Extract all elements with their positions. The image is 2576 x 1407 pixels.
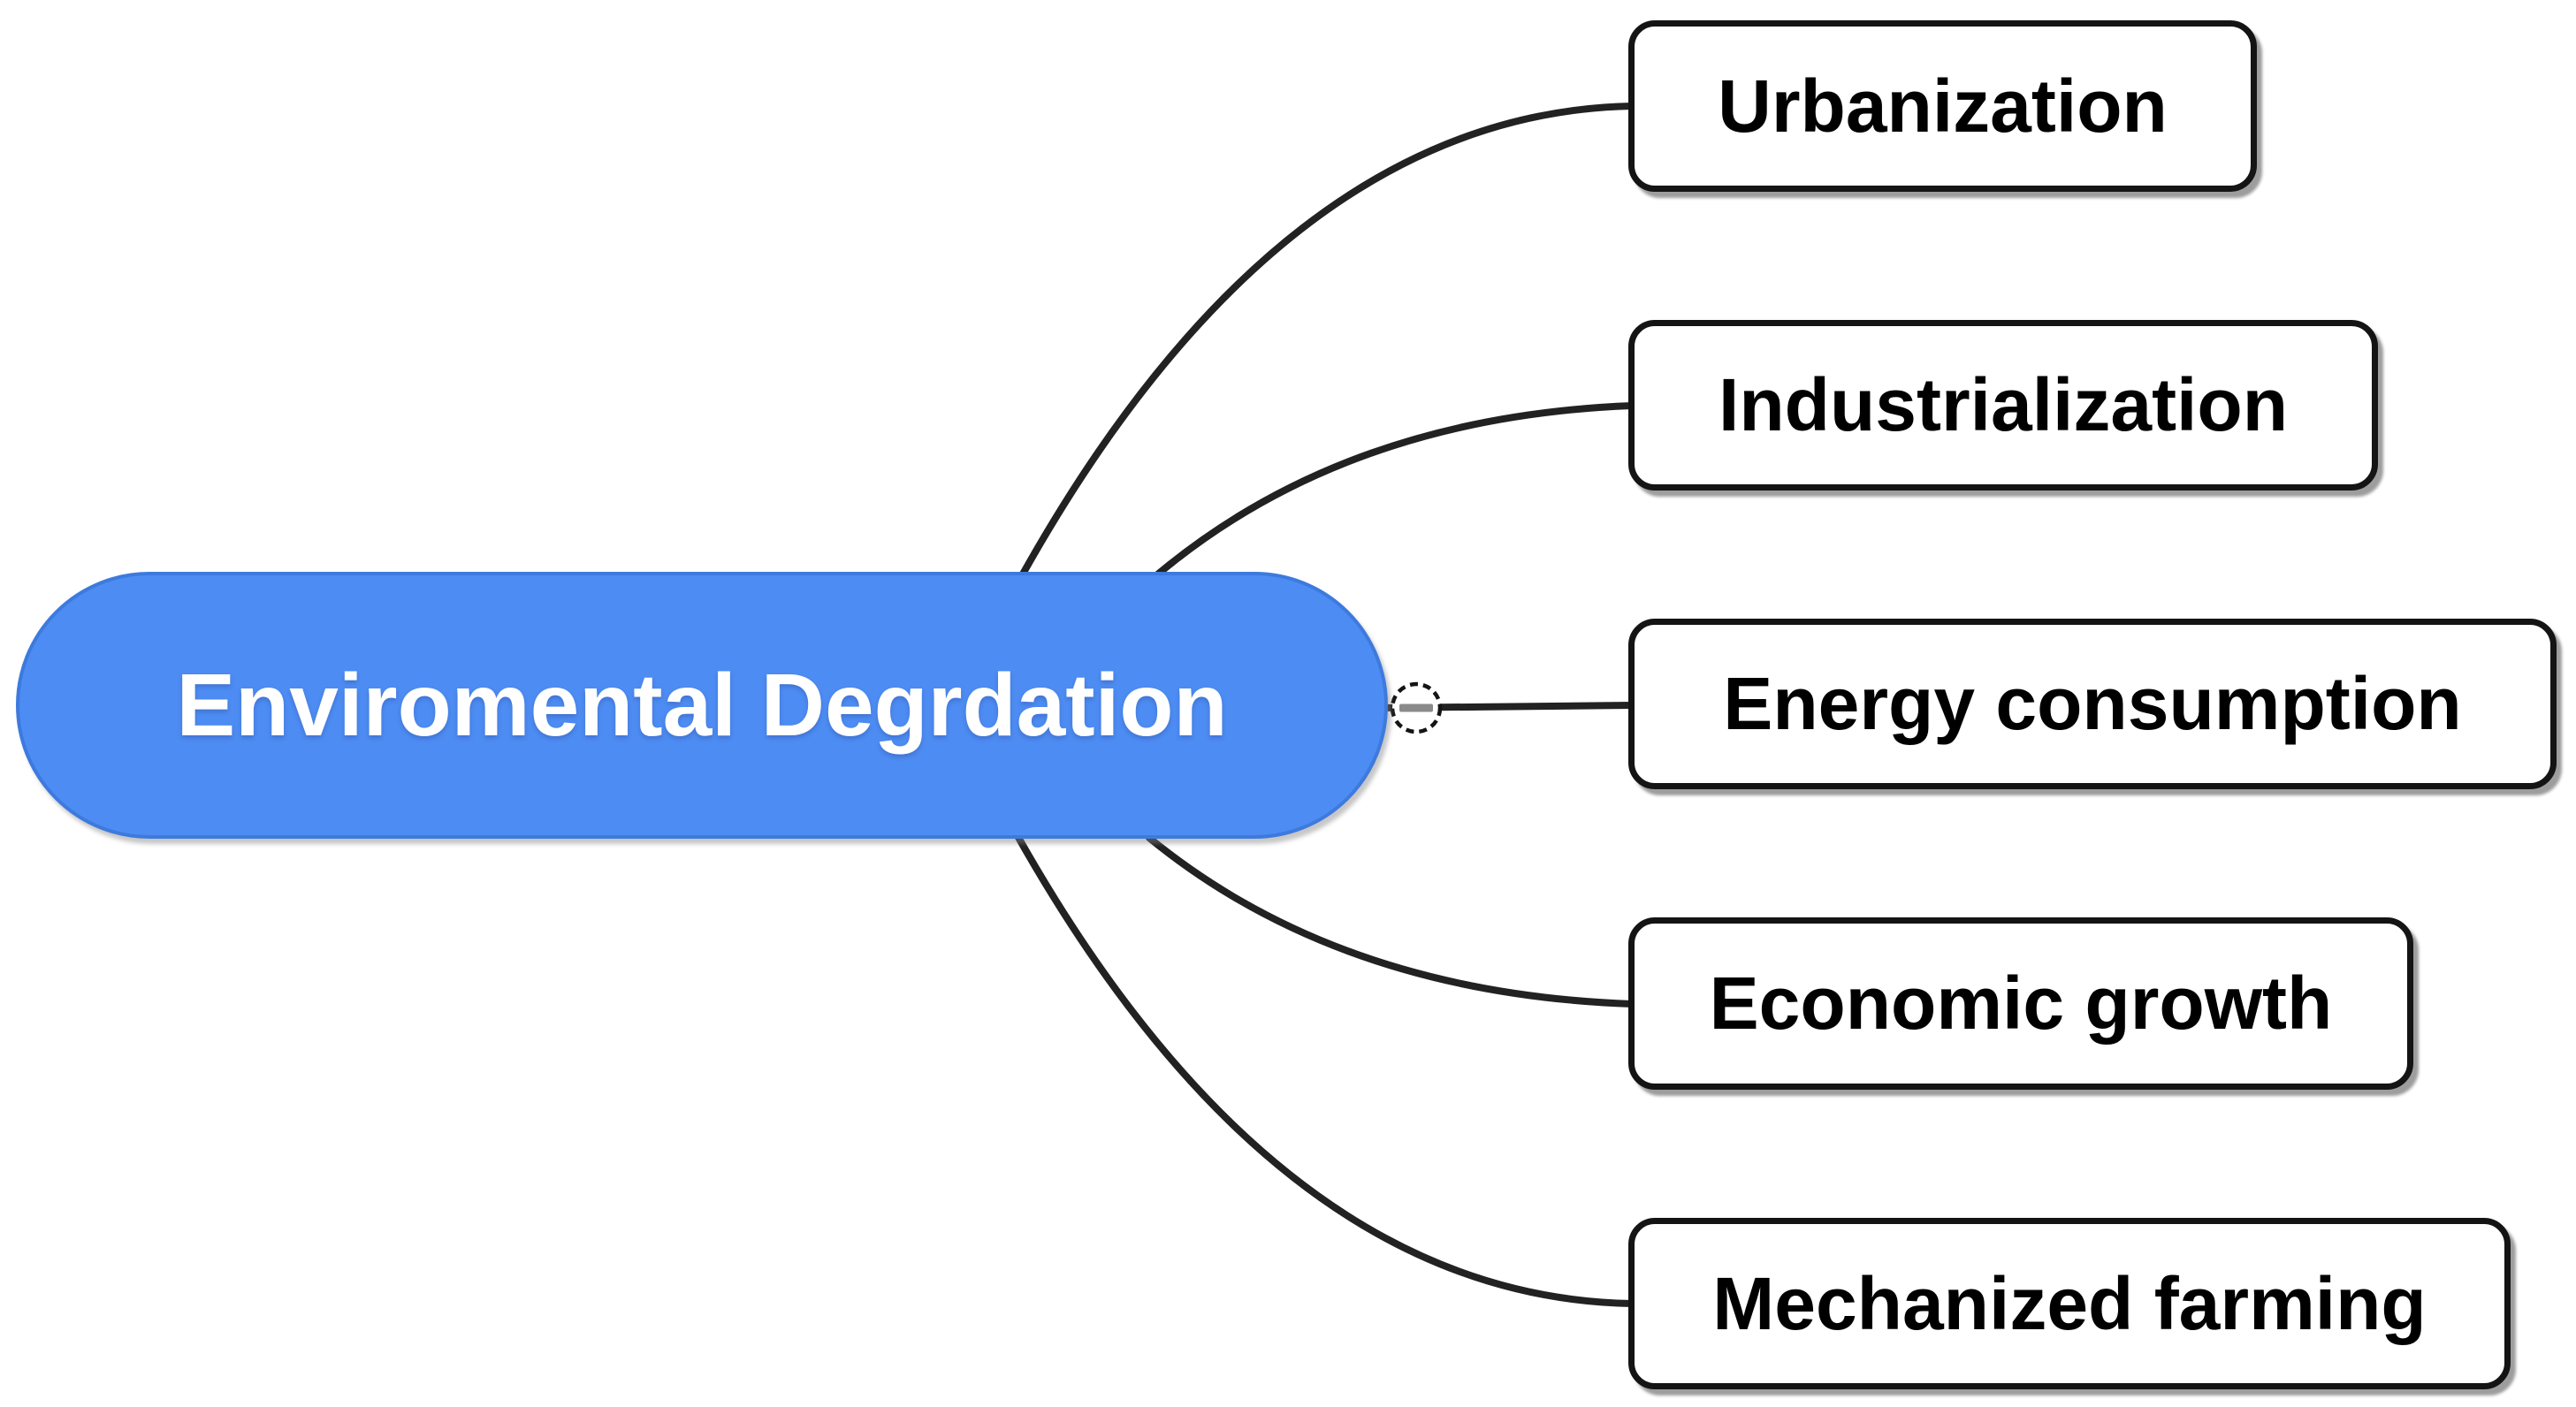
child-node-label: Urbanization xyxy=(1718,64,2168,148)
root-node[interactable]: Enviromental Degrdation xyxy=(16,572,1388,839)
root-node-label: Enviromental Degrdation xyxy=(176,655,1228,755)
connector-urbanization xyxy=(1013,103,1635,589)
collapse-minus-icon xyxy=(1399,704,1433,712)
child-node-industrialization[interactable]: Industrialization xyxy=(1628,320,2378,491)
connector-economic-growth xyxy=(1146,834,1635,1008)
child-node-energy-consumption[interactable]: Energy consumption xyxy=(1628,619,2557,789)
collapse-toggle[interactable] xyxy=(1390,681,1443,734)
child-node-label: Economic growth xyxy=(1709,962,2333,1045)
child-node-label: Industrialization xyxy=(1718,363,2289,446)
child-node-economic-growth[interactable]: Economic growth xyxy=(1628,917,2413,1090)
child-node-label: Mechanized farming xyxy=(1712,1261,2427,1345)
child-node-urbanization[interactable]: Urbanization xyxy=(1628,20,2257,192)
connector-industrialization xyxy=(1146,402,1635,585)
child-node-mechanized-farming[interactable]: Mechanized farming xyxy=(1628,1218,2511,1389)
child-node-label: Energy consumption xyxy=(1723,662,2462,745)
connector-mechanized-farming xyxy=(1013,831,1635,1307)
